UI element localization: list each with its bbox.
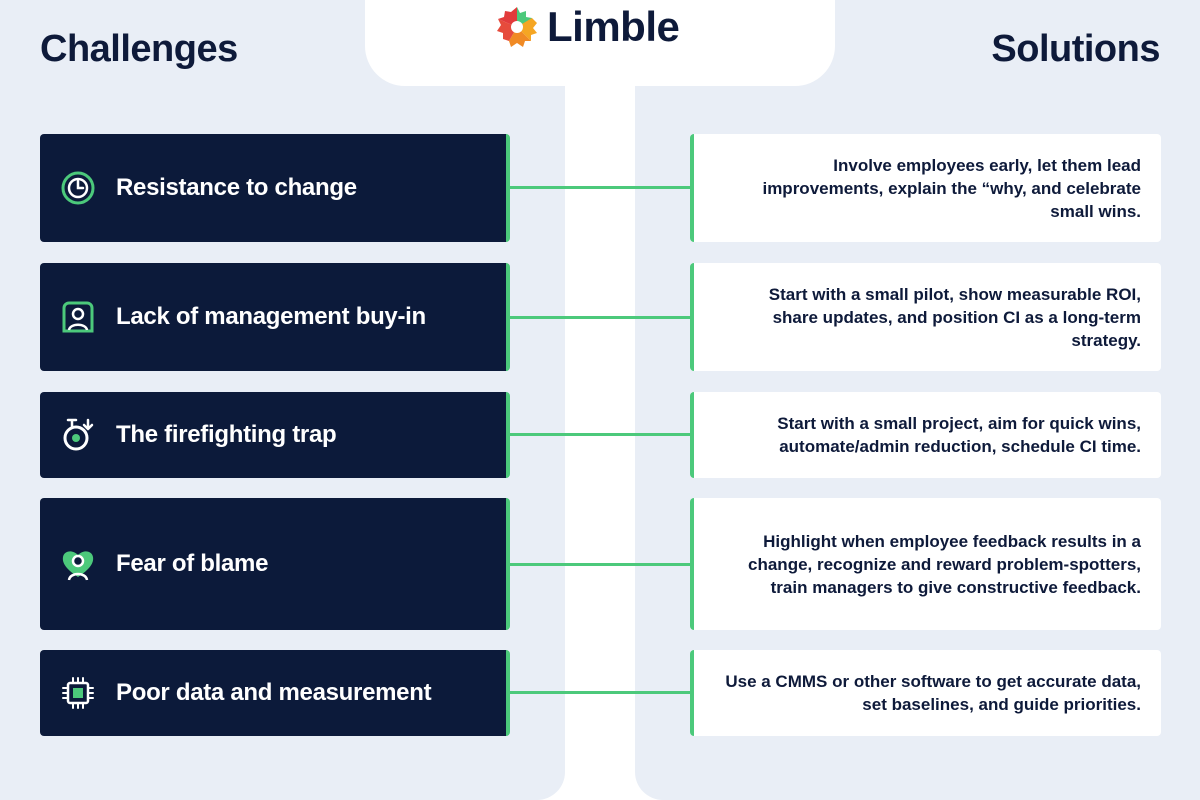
solution-card: Start with a small pilot, show measurabl… bbox=[690, 263, 1161, 371]
solution-text: Highlight when employee feedback results… bbox=[748, 531, 1141, 597]
challenge-card: Resistance to change bbox=[40, 134, 510, 242]
challenge-label: Poor data and measurement bbox=[116, 679, 432, 706]
heart-person-icon bbox=[60, 546, 96, 582]
connector-line bbox=[508, 433, 692, 436]
connector-line bbox=[508, 563, 692, 566]
challenges-heading: Challenges bbox=[40, 28, 238, 70]
challenge-card: The firefighting trap bbox=[40, 392, 510, 478]
connector-line bbox=[508, 316, 692, 319]
user-badge-icon bbox=[60, 299, 96, 335]
solution-text: Start with a small project, aim for quic… bbox=[777, 414, 1141, 456]
challenge-card: Lack of management buy-in bbox=[40, 263, 510, 371]
connector-line bbox=[508, 691, 692, 694]
logo-tab bbox=[365, 0, 835, 86]
solution-card: Start with a small project, aim for quic… bbox=[690, 392, 1161, 478]
clock-face-icon bbox=[60, 170, 96, 206]
target-arrow-icon bbox=[60, 417, 96, 453]
gear-logo-icon bbox=[497, 7, 537, 47]
solution-card: Use a CMMS or other software to get accu… bbox=[690, 650, 1161, 736]
solutions-heading: Solutions bbox=[991, 28, 1160, 70]
chip-icon bbox=[60, 675, 96, 711]
challenge-card: Fear of blame bbox=[40, 498, 510, 630]
challenge-label: Lack of management buy-in bbox=[116, 303, 426, 330]
challenge-label: Fear of blame bbox=[116, 550, 269, 577]
solution-text: Use a CMMS or other software to get accu… bbox=[725, 672, 1141, 714]
solution-text: Involve employees early, let them lead i… bbox=[762, 155, 1141, 221]
connector-line bbox=[508, 186, 692, 189]
challenge-card: Poor data and measurement bbox=[40, 650, 510, 736]
limble-logo: Limble bbox=[493, 2, 680, 52]
challenge-label: The firefighting trap bbox=[116, 421, 337, 448]
solution-card: Involve employees early, let them lead i… bbox=[690, 134, 1161, 242]
challenge-label: Resistance to change bbox=[116, 174, 357, 201]
solution-card: Highlight when employee feedback results… bbox=[690, 498, 1161, 630]
brand-name: Limble bbox=[547, 3, 680, 50]
solution-text: Start with a small pilot, show measurabl… bbox=[768, 284, 1141, 350]
